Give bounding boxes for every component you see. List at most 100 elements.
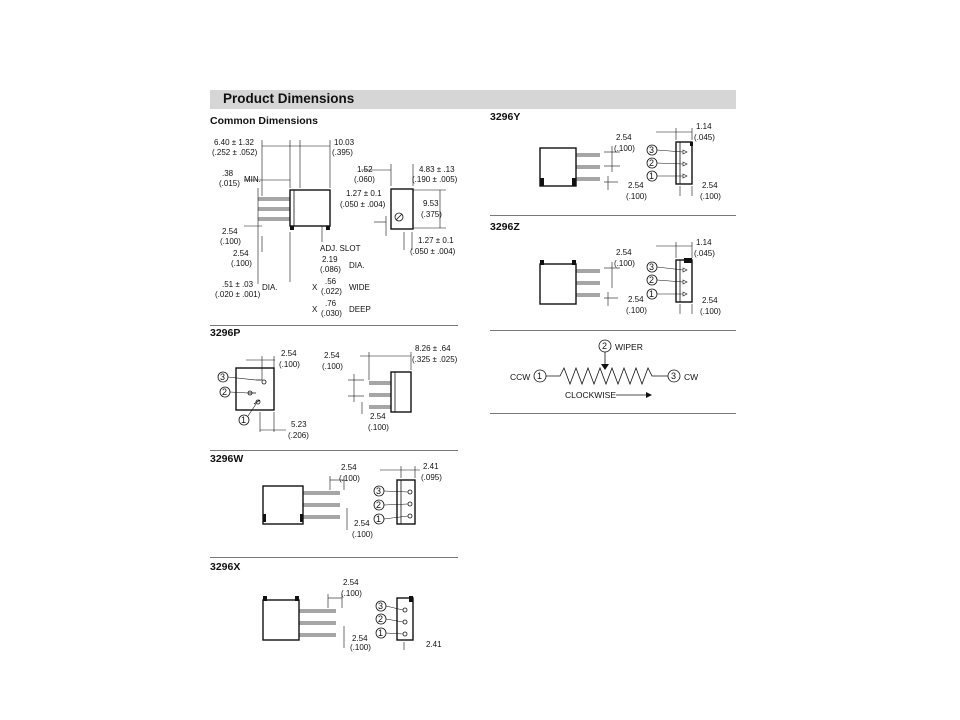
divider xyxy=(210,450,458,451)
y-pin-1: 1 xyxy=(649,171,654,181)
dim-10-03: 10.03 xyxy=(334,138,355,147)
x-front-view-body xyxy=(262,599,300,641)
dim-0-56-inch: (.022) xyxy=(321,287,342,296)
y-pin-2: 2 xyxy=(649,158,654,168)
y-dim-d-inch: (.100) xyxy=(700,192,721,201)
p-dim-b: 2.54 xyxy=(324,351,340,360)
x-dim-c-inch: (.100) xyxy=(350,643,371,652)
p-side-view-body xyxy=(390,371,412,413)
dim-0-56: .56 xyxy=(325,277,337,286)
w-pin-3: 3 xyxy=(376,486,381,496)
model-3296w-title: 3296W xyxy=(210,453,244,465)
divider xyxy=(210,557,458,558)
dim-4-83: 4.83 ± .13 xyxy=(419,165,455,174)
y-dim-b-inch: (.100) xyxy=(614,144,635,153)
dim-4-83-inch: (.190 ± .005) xyxy=(412,175,458,184)
y-front-view-body xyxy=(539,147,577,187)
cw-label: CW xyxy=(684,372,698,382)
dim-10-03-inch: (.395) xyxy=(332,148,353,157)
dim-wide-label: WIDE xyxy=(349,283,370,292)
x-dim-a: 2.54 xyxy=(343,578,359,587)
common-dimensions-title: Common Dimensions xyxy=(210,115,318,127)
dim-deep-label: DEEP xyxy=(349,305,371,314)
y-dim-a-inch: (.045) xyxy=(694,133,715,142)
model-3296p-title: 3296P xyxy=(210,327,241,339)
p-dim-b-inch: (.100) xyxy=(322,362,343,371)
resistor-zigzag xyxy=(546,366,668,386)
w-dim-c-inch: (.100) xyxy=(352,530,373,539)
wiper-label: WIPER xyxy=(615,342,643,352)
dim-min: .38 xyxy=(222,169,234,178)
model-3296x-title: 3296X xyxy=(210,561,241,573)
x-dim-b: 2.41 xyxy=(426,640,442,649)
x-pin-2: 2 xyxy=(378,614,383,624)
x-label-2: X xyxy=(312,305,318,314)
schematic-pin-2: 2 xyxy=(602,341,607,351)
dim-1-27-b: 1.27 ± 0.1 xyxy=(418,236,454,245)
dim-2-19-inch: (.086) xyxy=(320,265,341,274)
divider xyxy=(490,330,736,331)
z-dim-a: 1.14 xyxy=(696,238,712,247)
p-pin-2: 2 xyxy=(222,387,227,397)
w-pin-1: 1 xyxy=(376,514,381,524)
ccw-label: CCW xyxy=(510,372,530,382)
dim-dia-label: DIA. xyxy=(349,261,365,270)
p-dim-e: 2.54 xyxy=(370,412,386,421)
y-dim-d: 2.54 xyxy=(702,181,718,190)
dim-2-19: 2.19 xyxy=(322,255,338,264)
w-dim-a: 2.54 xyxy=(341,463,357,472)
y-pin-3: 3 xyxy=(649,145,654,155)
x-dim-a-inch: (.100) xyxy=(341,589,362,598)
dim-6-40: 6.40 ± 1.32 xyxy=(214,138,255,147)
front-view-body xyxy=(289,189,331,227)
p-dim-e-inch: (.100) xyxy=(368,423,389,432)
w-side-view-body xyxy=(396,479,416,525)
dim-1-27-a: 1.27 ± 0.1 xyxy=(346,189,382,198)
p-pin-1: 1 xyxy=(241,415,246,425)
w-front-view-body xyxy=(262,485,304,525)
dim-1-27-a-inch: (.050 ± .004) xyxy=(340,200,386,209)
x-dim-c: 2.54 xyxy=(352,634,368,643)
p-dim-a-inch: (.100) xyxy=(279,360,300,369)
dim-min-label: MIN. xyxy=(244,175,261,184)
p-dim-c-inch: (.325 ± .025) xyxy=(412,355,458,364)
x-pin-1: 1 xyxy=(378,628,383,638)
dim-0-76: .76 xyxy=(325,299,337,308)
z-dim-b-inch: (.100) xyxy=(614,259,635,268)
clockwise-arrow-icon xyxy=(646,392,652,398)
divider xyxy=(490,215,736,216)
section-header: Product Dimensions xyxy=(210,90,736,109)
y-dim-c: 2.54 xyxy=(628,181,644,190)
p-pin-3: 3 xyxy=(220,372,225,382)
dim-0-76-inch: (.030) xyxy=(321,309,342,318)
dim-2-54-b-inch: (.100) xyxy=(231,259,252,268)
dim-min-inch: (.015) xyxy=(219,179,240,188)
dim-lead-dia: .51 ± .03 xyxy=(222,280,254,289)
adj-slot-label: ADJ. SLOT xyxy=(320,244,361,253)
divider xyxy=(210,325,458,326)
z-pin-1: 1 xyxy=(649,289,654,299)
clockwise-label: CLOCKWISE xyxy=(565,390,616,400)
p-dim-a: 2.54 xyxy=(281,349,297,358)
w-dim-c: 2.54 xyxy=(354,519,370,528)
w-dim-b: 2.41 xyxy=(423,462,439,471)
model-3296z-title: 3296Z xyxy=(490,221,520,233)
z-dim-d: 2.54 xyxy=(702,296,718,305)
dim-lead-dia-inch: (.020 ± .001) xyxy=(215,290,261,299)
dim-2-54-b: 2.54 xyxy=(233,249,249,258)
schematic-pin-3: 3 xyxy=(671,371,676,381)
z-dim-a-inch: (.045) xyxy=(694,249,715,258)
p-dim-d: 5.23 xyxy=(291,420,307,429)
x-pin-3: 3 xyxy=(378,601,383,611)
x-label-1: X xyxy=(312,283,318,292)
page-title: Product Dimensions xyxy=(223,91,355,106)
schematic-pin-1: 1 xyxy=(537,371,542,381)
dim-6-40-inch: (.252 ± .052) xyxy=(212,148,258,157)
dim-9-53-inch: (.375) xyxy=(421,210,442,219)
